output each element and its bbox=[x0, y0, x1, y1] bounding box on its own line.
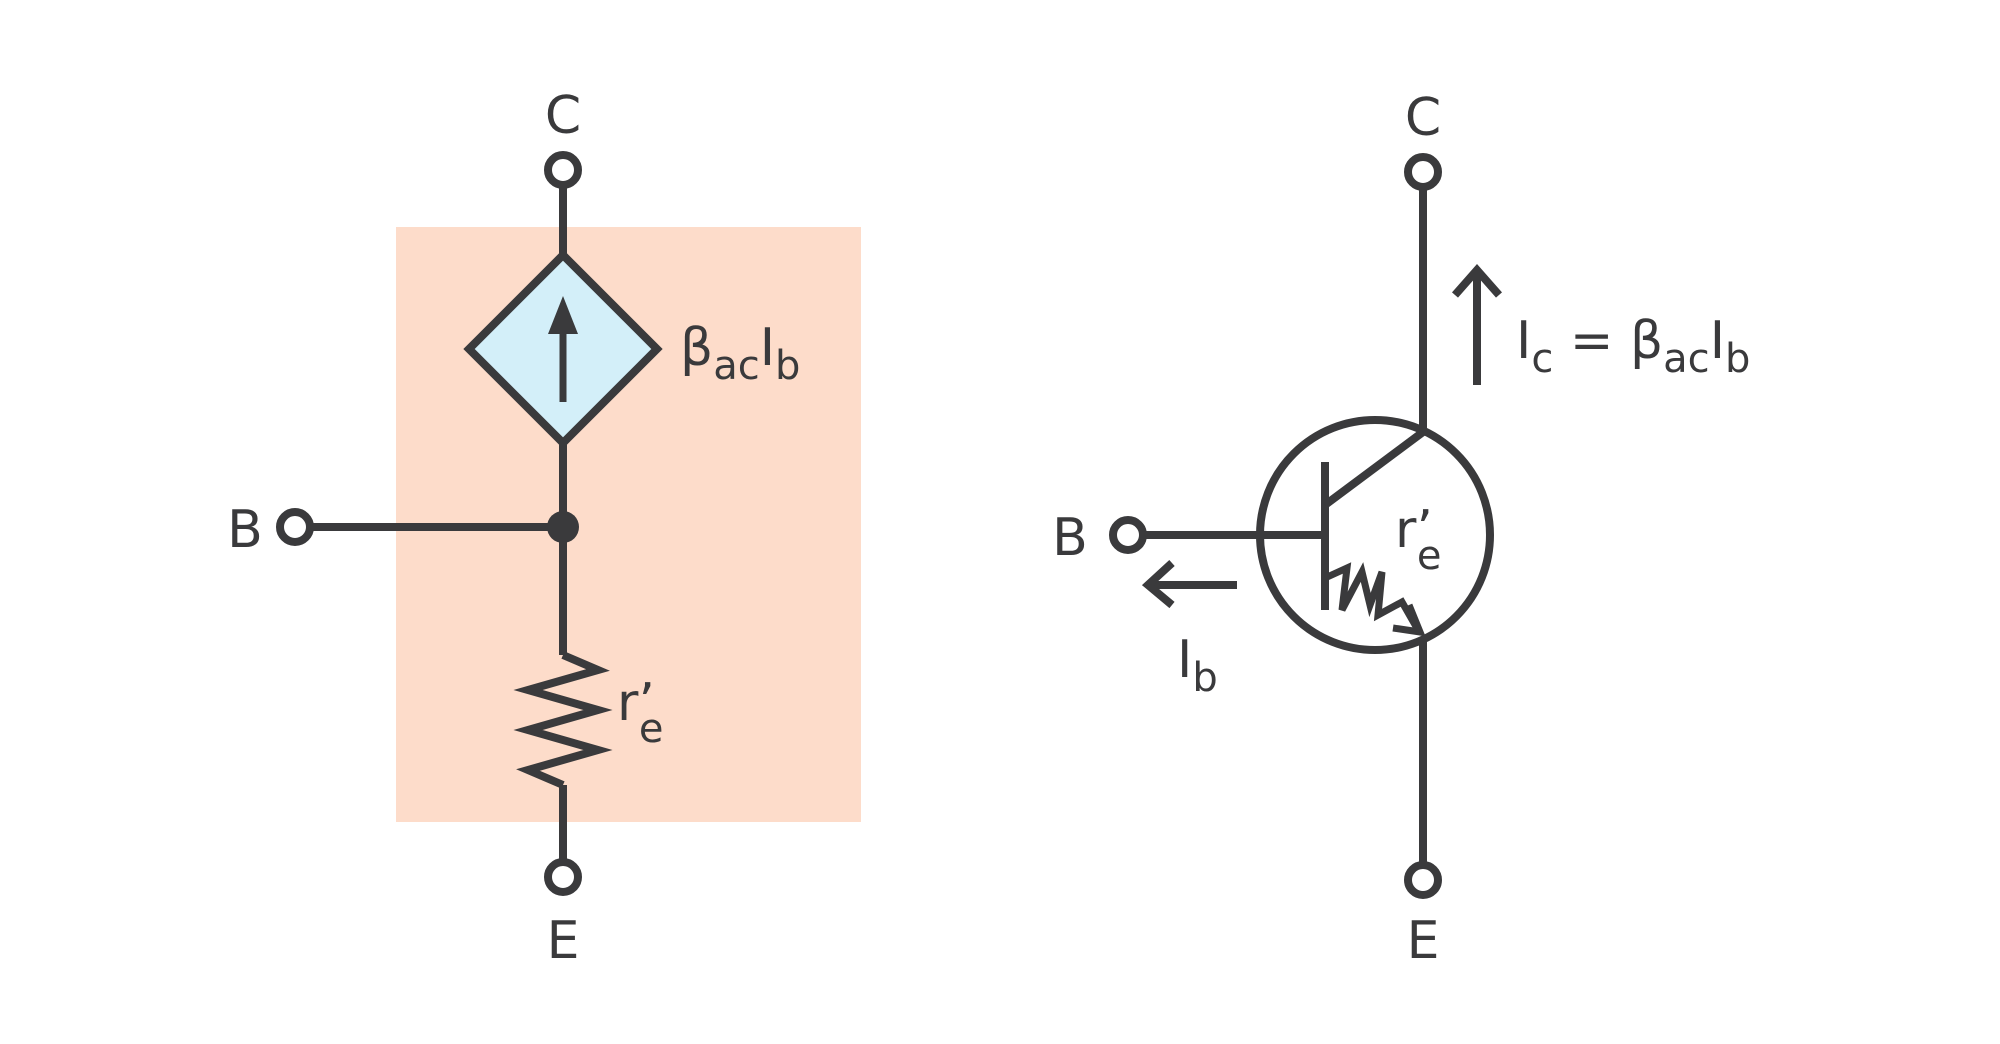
collector-current-label: Ic = βacIb bbox=[1516, 311, 1750, 382]
terminal-b-label: B bbox=[227, 500, 263, 560]
left-equivalent-circuit: C B E βacIb r’e bbox=[227, 86, 861, 971]
terminal-b-label: B bbox=[1052, 508, 1088, 568]
collector-current-arrow-head bbox=[1451, 263, 1503, 298]
emitter-resistor-zigzag bbox=[1323, 562, 1422, 632]
junction-node bbox=[547, 511, 579, 543]
resistor-re bbox=[513, 651, 613, 789]
base-current-arrow-head bbox=[1141, 560, 1175, 609]
terminal-c-label: C bbox=[545, 86, 581, 146]
right-transistor-symbol: C B E Ic = βacIb Ib r’e bbox=[1052, 88, 1750, 971]
terminal-c-label: C bbox=[1405, 88, 1441, 148]
terminal-b-circle bbox=[276, 508, 314, 546]
terminal-e-circle bbox=[1404, 861, 1442, 899]
terminal-e-label: E bbox=[547, 911, 580, 971]
current-source-arrow-head bbox=[548, 296, 578, 334]
resistor-re-label: r’e bbox=[617, 673, 664, 752]
terminal-e-circle bbox=[544, 858, 582, 896]
base-current-label: Ib bbox=[1177, 630, 1218, 701]
terminal-b-circle bbox=[1109, 516, 1147, 554]
collector-diagonal bbox=[1322, 428, 1426, 509]
source-value-label: βacIb bbox=[680, 318, 800, 389]
terminal-c-circle bbox=[544, 151, 582, 189]
emitter-arrow-head bbox=[1392, 603, 1426, 637]
terminal-e-label: E bbox=[1407, 911, 1440, 971]
terminal-c-circle bbox=[1404, 153, 1442, 191]
resistor-re-label: r’e bbox=[1395, 500, 1442, 579]
